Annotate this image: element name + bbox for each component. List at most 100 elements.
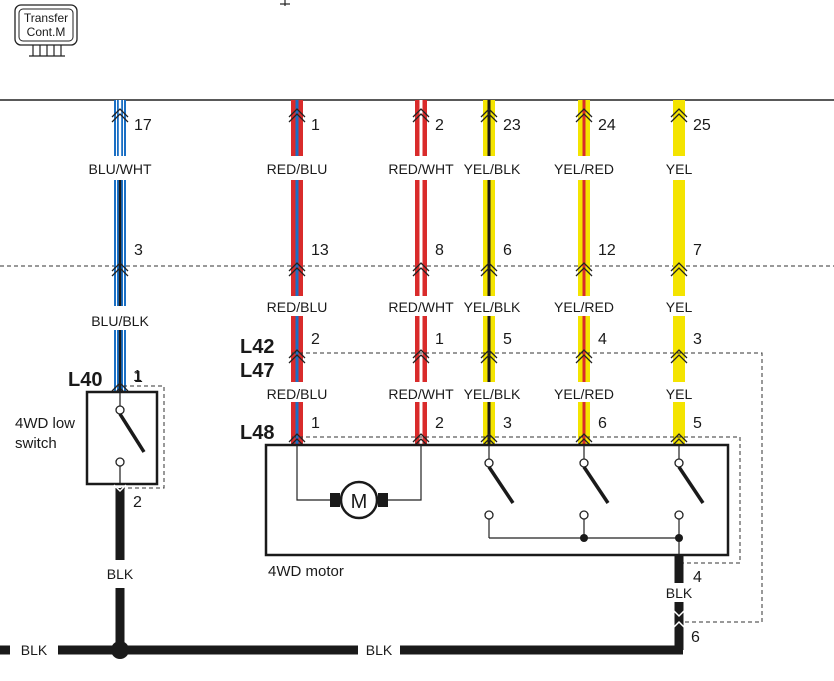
wire-w6-segment — [673, 316, 685, 382]
wire-w5-stripe — [582, 316, 586, 382]
wire-w5-chevron — [575, 267, 593, 277]
wire-w6-pin: 7 — [693, 242, 702, 259]
l48-outline — [292, 436, 741, 564]
wire-w5-pin: 24 — [598, 117, 616, 134]
wire-w6-segment — [673, 180, 685, 296]
wire-w6-chevron — [670, 267, 688, 277]
wire-w3-label: RED/WHT — [388, 299, 454, 315]
wire-w2-chevron — [288, 113, 306, 123]
transfer-control-module-icon — [14, 4, 78, 57]
wire-w6-pin: 5 — [693, 415, 702, 432]
module-label-line2: Cont.M — [27, 25, 66, 39]
l42-l47-outline — [292, 352, 763, 623]
wire-w5-stripe — [582, 100, 586, 156]
wire-w1-stripe — [118, 180, 122, 306]
ground-bus-left-label: BLK — [21, 642, 48, 658]
wire-w1-stripe — [118, 100, 122, 156]
wire-w1-chevron — [111, 267, 129, 277]
wire-w4-stripe — [487, 316, 491, 382]
wire-w5-chevron — [575, 262, 593, 272]
wire-w4-chevron — [480, 267, 498, 277]
wire-w6-label: YEL — [666, 161, 693, 177]
wire-w3-chevron — [412, 262, 430, 272]
wire-w1-label: BLU/BLK — [91, 313, 149, 329]
wire-w4-pin: 23 — [503, 117, 521, 134]
wire-w6-label: YEL — [666, 386, 693, 402]
motor-label: 4WD motor — [268, 563, 344, 580]
wire-w6-chevron — [670, 108, 688, 118]
wire-w6-pin: 25 — [693, 117, 711, 134]
wire-w5-stripe — [582, 180, 586, 296]
wire-w6-label: YEL — [666, 299, 693, 315]
switch-pin-top: 1 — [133, 368, 142, 385]
l40-outline — [116, 385, 165, 489]
wire-w6-segment — [673, 100, 685, 156]
wire-w4-pin: 3 — [503, 415, 512, 432]
wire-w5-chevron — [575, 108, 593, 118]
wire-w1-stripe — [118, 330, 122, 392]
wire-w5-chevron — [575, 354, 593, 364]
wire-w4-chevron — [480, 113, 498, 123]
motor-ground-wire — [672, 555, 686, 650]
wire-w3-chevron — [412, 349, 430, 359]
wire-w3-stripe — [419, 316, 423, 382]
wire-w4-label: YEL/BLK — [464, 161, 521, 177]
wire-w4-chevron — [480, 354, 498, 364]
wire-w4-stripe — [487, 402, 491, 445]
wire-w2-chevron — [288, 349, 306, 359]
wire-w4-pin: 5 — [503, 331, 512, 348]
connector-l47: L47 — [240, 360, 274, 382]
wire-w2-stripe — [295, 316, 299, 382]
switch-label-line1: 4WD low — [15, 415, 75, 432]
wire-w1-chevron — [111, 108, 129, 118]
wire-w4-stripe — [487, 100, 491, 156]
wire-w2-chevron — [288, 267, 306, 277]
wire-w3-stripe — [419, 402, 423, 445]
ground-bus-mid-label: BLK — [366, 642, 393, 658]
wire-w4-stripe — [487, 180, 491, 296]
ground-bus — [0, 641, 683, 659]
motor-symbol-letter: M — [351, 491, 368, 513]
switch-ground-wire — [113, 484, 127, 650]
wire-w3-chevron — [412, 108, 430, 118]
wire-w2-stripe — [295, 100, 299, 156]
wire-w1-pin: 1 — [134, 369, 143, 386]
wire-w2-pin: 1 — [311, 415, 320, 432]
wire-w4-chevron — [480, 433, 498, 443]
wire-w2-chevron — [288, 108, 306, 118]
wire-w1-chevron — [111, 382, 129, 392]
wire-w1-stripe-edge — [116, 330, 117, 392]
wire-w3-pin: 1 — [435, 331, 444, 348]
wire-w5-chevron — [575, 433, 593, 443]
wire-w6-chevron — [670, 433, 688, 443]
connector-l48: L48 — [240, 422, 274, 444]
wire-w5-label: YEL/RED — [554, 161, 614, 177]
wire-w3-label: RED/WHT — [388, 386, 454, 402]
wire-w1-chevron — [111, 262, 129, 272]
wire-w1-stripe-edge — [123, 180, 124, 306]
wire-w3-chevron — [412, 433, 430, 443]
wire-w2-stripe — [295, 180, 299, 296]
wire-w5-stripe — [582, 402, 586, 445]
wire-group: 1731BLU/WHTBLU/BLK11321RED/BLURED/BLURED… — [89, 100, 711, 448]
ground-junction-dot — [111, 641, 129, 659]
wire-w2-label: RED/BLU — [267, 386, 328, 402]
wire-w2-chevron — [288, 354, 306, 364]
wire-w3-label: RED/WHT — [388, 161, 454, 177]
connector-l40: L40 — [68, 369, 102, 391]
wire-w5-pin: 12 — [598, 242, 616, 259]
connector-l42: L42 — [240, 336, 274, 358]
wire-w1-pin: 17 — [134, 117, 152, 134]
wire-w6-chevron — [670, 349, 688, 359]
wire-w2-stripe — [295, 402, 299, 445]
wire-w6-chevron — [670, 354, 688, 364]
wire-w6-chevron — [670, 113, 688, 123]
wire-w3-stripe — [419, 100, 423, 156]
wire-w4-chevron — [480, 349, 498, 359]
wire-w4-pin: 6 — [503, 242, 512, 259]
motor-ground-pin-b: 6 — [691, 629, 700, 646]
wire-w4-chevron — [480, 108, 498, 118]
wire-w2-chevron — [288, 433, 306, 443]
wire-w5-label: YEL/RED — [554, 386, 614, 402]
